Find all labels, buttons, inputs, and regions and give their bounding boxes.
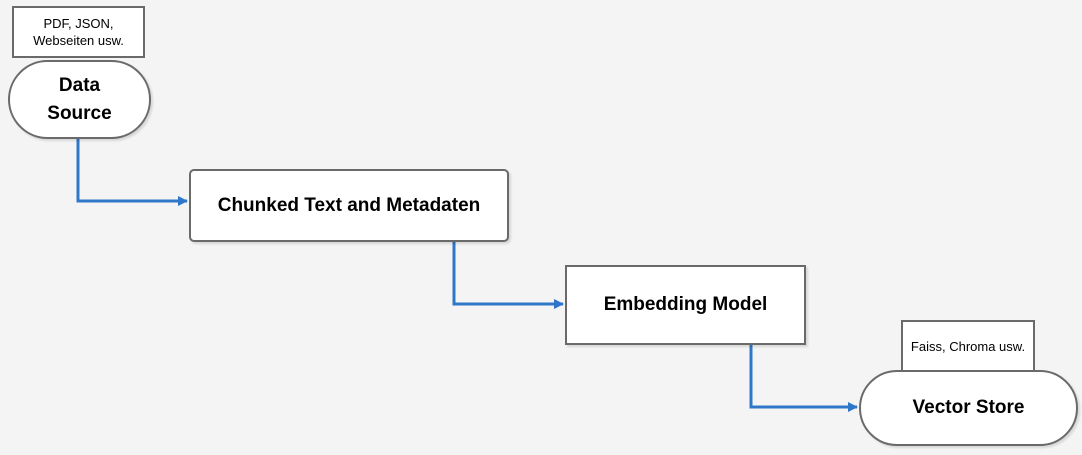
- embedding-model-label: Embedding Model: [603, 294, 768, 315]
- data-source-label: Data Source: [47, 74, 112, 124]
- vector-store-label: Vector Store: [912, 397, 1025, 418]
- vector-store-note: Faiss, Chroma usw.: [901, 320, 1035, 372]
- data-source-note-text: PDF, JSON, Webseiten usw.: [33, 16, 124, 48]
- data-source-note: PDF, JSON, Webseiten usw.: [12, 6, 145, 58]
- arrow-chunked-to-embedding: [452, 242, 564, 309]
- vector-store-note-text: Faiss, Chroma usw.: [910, 338, 1026, 354]
- data-source-node: Data Source: [8, 60, 151, 139]
- arrow-embedding-to-store: [749, 345, 858, 412]
- arrow-source-to-chunked: [76, 139, 188, 206]
- vector-store-node: Vector Store: [859, 370, 1078, 446]
- embedding-model-node: Embedding Model: [565, 265, 806, 345]
- chunked-text-node: Chunked Text and Metadaten: [189, 169, 509, 242]
- chunked-text-label: Chunked Text and Metadaten: [217, 194, 481, 216]
